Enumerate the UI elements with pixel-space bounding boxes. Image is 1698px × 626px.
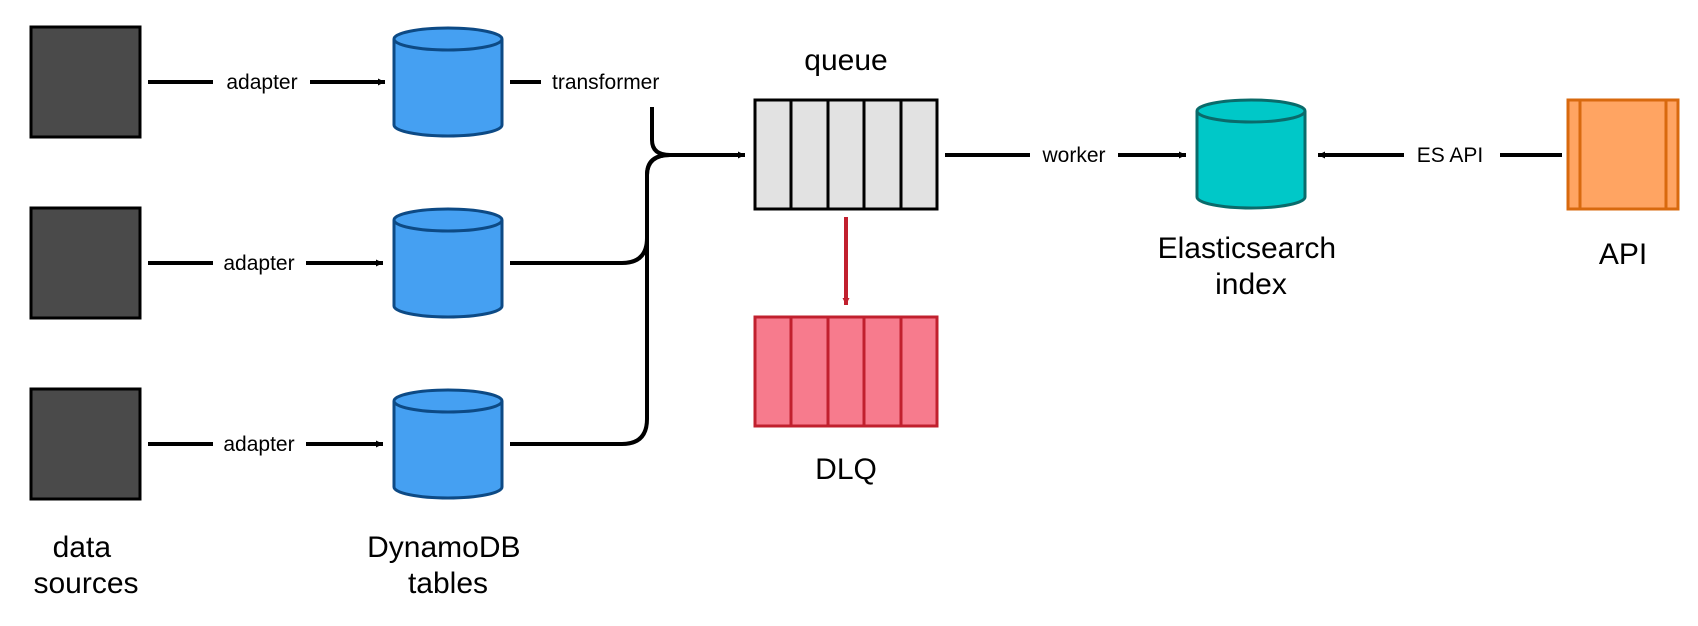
dynamodb-table-2: [392, 207, 504, 319]
dynamodb-tables-label-line2: tables: [408, 567, 488, 600]
data-source-3: [29, 387, 142, 501]
elasticsearch-index: [1195, 98, 1307, 210]
data-sources-label: data sources: [33, 531, 138, 600]
es-api-label: ES API: [1417, 144, 1484, 167]
dynamodb-table-3: [392, 388, 504, 500]
dlq-label: DLQ: [815, 453, 877, 486]
data-sources-label-line1: data: [53, 531, 112, 564]
adapter-label-3: adapter: [223, 433, 294, 456]
es-api-edge: ES API: [1318, 144, 1562, 167]
elasticsearch-label: Elasticsearch index: [1158, 232, 1345, 301]
adapter-edge-3: adapter: [148, 433, 383, 456]
dlq: [753, 315, 939, 428]
api-box: [1566, 98, 1680, 211]
dynamodb-tables-label: DynamoDB tables: [367, 531, 529, 600]
adapter-label-1: adapter: [226, 71, 297, 94]
adapter-edge-1: adapter: [148, 71, 385, 94]
data-source-2: [29, 206, 142, 320]
adapter-edge-2: adapter: [148, 252, 383, 275]
queue: [753, 98, 939, 211]
queue-label: queue: [804, 44, 887, 77]
transformer-edge: transformer: [510, 71, 745, 446]
worker-label: worker: [1041, 144, 1105, 167]
elasticsearch-label-line2: index: [1215, 268, 1287, 301]
adapter-label-2: adapter: [223, 252, 294, 275]
elasticsearch-label-line1: Elasticsearch: [1158, 232, 1336, 265]
dynamodb-table-1: [392, 26, 504, 138]
data-sources-label-line2: sources: [33, 567, 138, 600]
transformer-label: transformer: [552, 71, 659, 94]
dynamodb-tables-label-line1: DynamoDB: [367, 531, 520, 564]
data-source-1: [29, 25, 142, 139]
api-label: API: [1599, 238, 1647, 271]
worker-edge: worker: [945, 144, 1186, 167]
